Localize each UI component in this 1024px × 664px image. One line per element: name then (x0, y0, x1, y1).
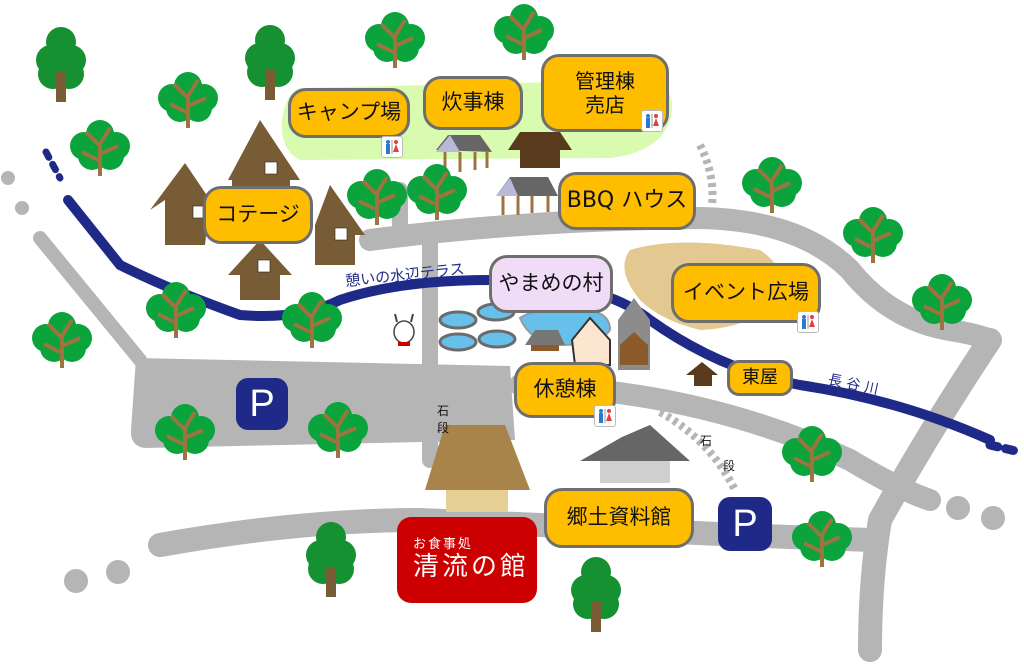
roads (1, 171, 1005, 662)
facility-bbq[interactable]: BBQ ハウス (558, 172, 696, 230)
tree-icon (70, 120, 130, 176)
parking-icon[interactable]: P (236, 378, 288, 430)
facility-museum[interactable]: 郷土資料館 (544, 488, 694, 548)
parking-icon[interactable]: P (718, 497, 772, 551)
steps-char-2: 段 (437, 420, 450, 435)
restroom-glyph (802, 315, 815, 329)
facility-village[interactable]: やまめの村 (489, 255, 613, 313)
tree-icon (365, 12, 425, 68)
river-dashes-left (42, 148, 64, 182)
facility-museum-label: 郷土資料館 (566, 505, 672, 530)
facility-cottage-label: コテージ (216, 202, 300, 227)
stone-steps (432, 143, 739, 492)
facility-bbq-label: BBQ ハウス (566, 187, 688, 213)
restroom-glyph (386, 140, 399, 154)
parking-label: P (732, 502, 758, 545)
restroom-glyph (599, 409, 612, 423)
tree-icon (843, 207, 903, 263)
steps-char-1: 石 (437, 404, 450, 418)
facility-office-label-1: 管理棟 (575, 69, 635, 93)
tree-icon (347, 169, 407, 225)
facility-kitchen-label: 炊事棟 (441, 90, 505, 115)
facility-rest-label: 休憩棟 (533, 377, 597, 402)
tree-icon (36, 27, 86, 102)
restaurant-name: 清流の館 (413, 552, 530, 583)
shelters (425, 132, 718, 512)
restroom-icon (641, 110, 663, 132)
facility-event[interactable]: イベント広場 (671, 263, 821, 323)
tree-icon (792, 511, 852, 567)
facility-office[interactable]: 管理棟売店 (541, 54, 669, 132)
stone-steps-label-1: 石段 (437, 403, 449, 437)
tree-icon (494, 4, 554, 60)
tree-icon (158, 72, 218, 128)
restaurant[interactable]: お食事処 清流の館 (397, 517, 537, 603)
trees (32, 4, 972, 632)
facility-camp[interactable]: キャンプ場 (288, 88, 410, 138)
facility-kitchen[interactable]: 炊事棟 (423, 76, 523, 130)
facility-village-label: やまめの村 (498, 271, 604, 296)
goat-icon (393, 313, 415, 346)
parking-label: P (249, 382, 275, 425)
facility-rest[interactable]: 休憩棟 (514, 362, 616, 418)
stone-steps-label-2: 石 (700, 433, 712, 450)
facility-gazebo-label: 東屋 (742, 367, 778, 389)
tree-icon (571, 557, 621, 632)
tree-icon (782, 426, 842, 482)
tree-icon (282, 292, 342, 348)
parking-lot-left (130, 358, 515, 448)
facility-camp-label: キャンプ場 (296, 100, 402, 125)
facility-gazebo[interactable]: 東屋 (727, 360, 793, 396)
facility-cottage[interactable]: コテージ (203, 186, 313, 244)
tree-icon (245, 25, 295, 100)
tree-icon (32, 312, 92, 368)
tree-icon (308, 402, 368, 458)
restaurant-sub-label: お食事処 (413, 536, 474, 552)
restroom-icon (797, 311, 819, 333)
tree-icon (146, 282, 206, 338)
facility-event-label: イベント広場 (683, 280, 809, 305)
river-dashes-right (985, 440, 1024, 457)
tree-icon (407, 164, 467, 220)
restroom-glyph (646, 114, 659, 128)
tree-icon (155, 404, 215, 460)
restroom-icon (381, 136, 403, 158)
steps-char-2: 段 (723, 459, 736, 473)
facility-office-label-2: 売店 (585, 93, 625, 117)
tree-icon (912, 274, 972, 330)
stone-steps-label-3: 段 (723, 458, 735, 475)
steps-char-1: 石 (700, 434, 713, 448)
tree-icon (742, 157, 802, 213)
restroom-icon (594, 405, 616, 427)
tree-icon (306, 522, 356, 597)
